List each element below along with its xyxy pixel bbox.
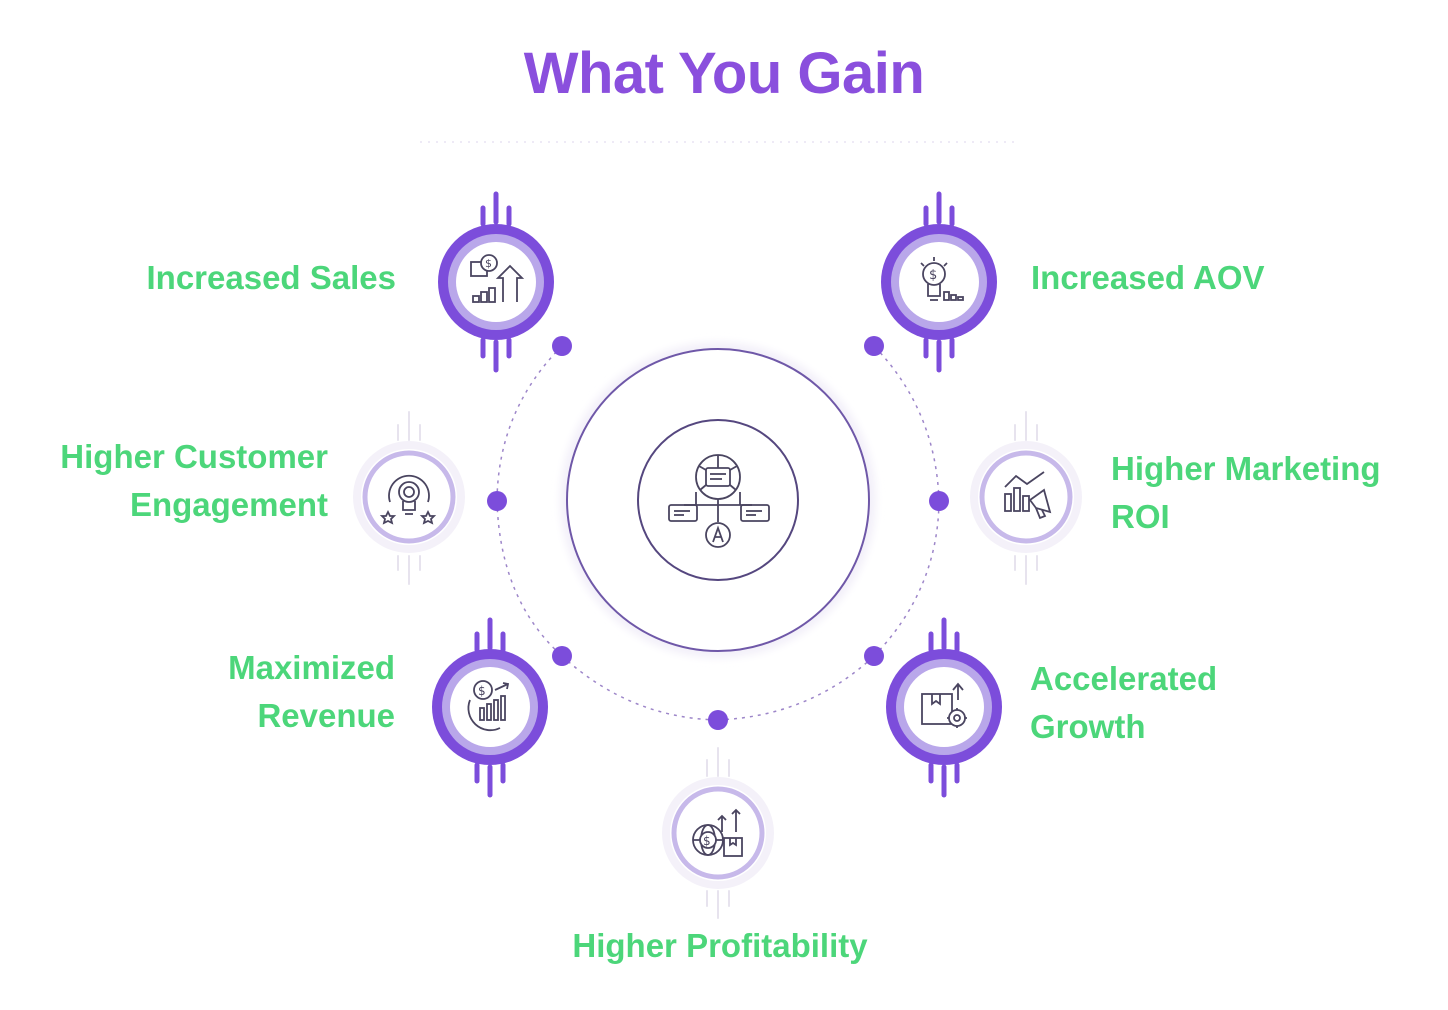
node-maximized-revenue: $ (432, 617, 548, 798)
arc-segment (496, 500, 563, 657)
node-higher-marketing-roi (970, 411, 1082, 585)
label-accelerated-growth: Accelerated Growth (1030, 655, 1390, 751)
label-line: Engagement (129, 486, 328, 523)
svg-text:$: $ (485, 257, 492, 270)
label-line: Higher Profitability (572, 927, 868, 964)
connector-dot (864, 336, 884, 356)
page-title: What You Gain (523, 41, 925, 106)
node-higher-customer-engagement (353, 411, 465, 585)
label-higher-profitability: Higher Profitability (470, 922, 970, 970)
label-line: Accelerated (1030, 660, 1218, 697)
connector-dot (864, 646, 884, 666)
hub-network-icon (668, 454, 770, 548)
node-increased-sales: $ (438, 191, 554, 373)
svg-text:$: $ (703, 834, 711, 848)
label-increased-sales: Increased Sales (60, 254, 397, 302)
box-gear-growth-icon (921, 682, 967, 728)
svg-text:$: $ (478, 684, 486, 698)
svg-text:$: $ (929, 268, 937, 283)
megaphone-chart-icon (1004, 471, 1052, 520)
node-higher-profitability: $ (662, 747, 774, 919)
label-higher-marketing-roi: Higher Marketing ROI (1111, 445, 1441, 541)
label-maximized-revenue: Maximized Revenue (60, 644, 395, 740)
node-accelerated-growth (886, 617, 1002, 798)
arc-segment (561, 655, 719, 721)
connector-arcs (496, 345, 940, 721)
label-line: Revenue (257, 697, 395, 734)
sales-growth-chart-icon: $ (470, 254, 525, 303)
label-line: Higher Marketing (1111, 450, 1381, 487)
connector-dot (929, 491, 949, 511)
label-line: ROI (1111, 498, 1170, 535)
arc-segment (496, 345, 563, 502)
label-higher-customer-engagement: Higher Customer Engagement (10, 433, 328, 529)
dollar-lightbulb-icon: $ (920, 257, 964, 301)
engagement-bulb-stars-icon (379, 474, 437, 525)
label-line: Higher Customer (60, 438, 328, 475)
arc-segment (717, 655, 875, 721)
connector-dot (708, 710, 728, 730)
globe-dollar-box-icon: $ (692, 808, 743, 857)
revenue-coin-chart-icon: $ (467, 680, 510, 732)
connector-dot (487, 491, 507, 511)
label-increased-aov: Increased AOV (1031, 254, 1391, 302)
node-increased-aov: $ (881, 191, 997, 373)
connector-dots (487, 336, 949, 730)
label-line: Growth (1030, 708, 1146, 745)
label-line: Maximized (228, 649, 395, 686)
label-line: Increased Sales (146, 259, 397, 296)
arc-segment (873, 345, 940, 502)
label-line: Increased AOV (1031, 259, 1265, 296)
connector-dot (552, 336, 572, 356)
center-hub (560, 342, 876, 658)
connector-dot (552, 646, 572, 666)
